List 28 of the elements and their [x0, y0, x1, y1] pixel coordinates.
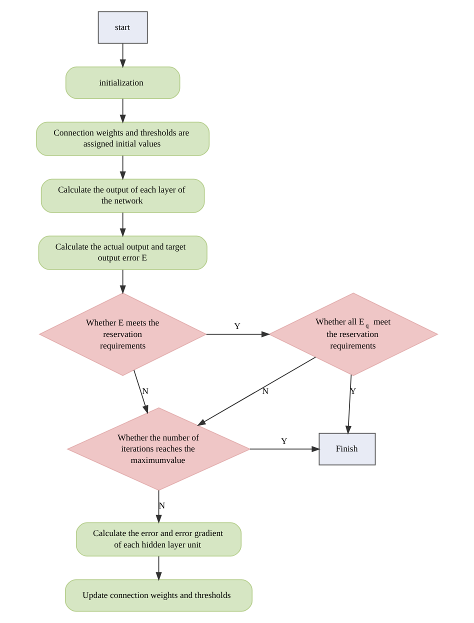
node-box: Connection weights and thresholds are assigned initial values [36, 122, 210, 156]
edge-label: N [142, 386, 148, 396]
arrow [133, 370, 148, 414]
node-box: Calculate the output of each layer of the network [40, 178, 205, 213]
edge-label: Y [234, 321, 240, 332]
arrow [120, 98, 126, 124]
node-box: start [98, 11, 148, 44]
node-box: Calculate the error and error gradient of each hidden layer unit [76, 522, 242, 556]
arrow [250, 446, 320, 452]
edge-label: N [158, 500, 166, 511]
arrow [120, 43, 126, 68]
edge-label: N [262, 386, 269, 396]
arrow [156, 556, 162, 581]
node-box: Calculate the actual output and target output error E [38, 236, 208, 270]
node-box: initialization [65, 66, 180, 99]
arrow [120, 212, 126, 238]
node-box: Finish [318, 432, 376, 466]
arrow [345, 374, 352, 435]
arrow [196, 356, 316, 426]
arrow [206, 331, 270, 338]
arrow [156, 490, 162, 524]
node-box: Update connection weights and thresholds [65, 579, 253, 612]
arrow [120, 155, 126, 180]
node-diamond: Whether E meets the reservation requirements [38, 292, 208, 376]
node-diamond: Whether all E$_{q}$ meet the reservation requirements [268, 292, 438, 376]
edge-label: Y [281, 436, 288, 446]
node-diamond: Whether the number of iterations reaches the maximumvalue [66, 407, 251, 491]
arrow [120, 269, 126, 294]
